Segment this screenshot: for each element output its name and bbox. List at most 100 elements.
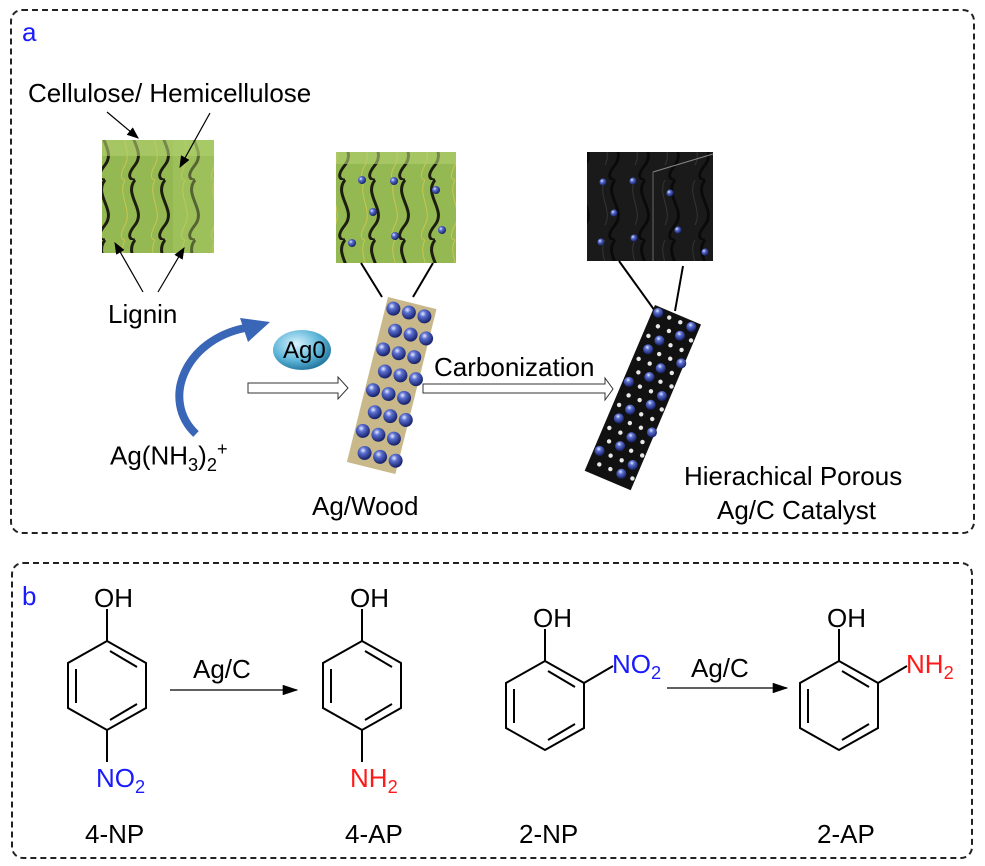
catalyst-label-line2: Ag/C Catalyst [717,495,876,525]
ag-particle [403,327,418,342]
pore-dot [659,407,664,412]
ag-wood-label: Ag/Wood [312,491,419,521]
pore-dot [666,328,672,334]
lignin-arrow-2 [157,246,185,293]
ag-particle [391,346,406,361]
pore-dot [669,384,674,389]
ag-particle [419,331,434,346]
pore-dot [627,420,633,426]
ag-particle [357,445,372,460]
curved-arrow-icon [175,324,246,437]
pore-dot [638,425,644,430]
pore-dot [618,430,623,435]
pore-dot [616,402,622,408]
ag-particle [676,358,687,369]
ag-particle [625,404,636,415]
ag-particle [623,376,634,387]
pore-dot [668,356,673,361]
panel-a-frame [10,9,975,534]
ag-wood-cube-icon [336,152,456,263]
reaction-2-catalyst: Ag/C [691,653,749,683]
pore-dot [647,361,652,366]
ag-particle [355,423,370,438]
4-np-label: 4-NP [85,819,145,849]
lignin-arrow-1 [114,241,144,293]
4-np-oh: OH [94,583,133,613]
pore-dot [678,320,683,325]
ag-particle [388,323,403,338]
ag-particle [646,427,657,438]
pore-dot [658,379,663,384]
panel-b-frame [11,562,973,859]
pore-dot [637,384,643,389]
ag-particle [655,363,666,374]
ag-particle [627,460,638,471]
4-np-nitro: NO2 [96,763,146,798]
pore-dot [608,466,613,472]
pore-dot [597,462,602,467]
ag-particle [615,441,626,452]
ag-particle [393,368,408,383]
ag-particle [408,372,423,387]
carbonization-arrow-icon [422,376,614,402]
pore-dot [638,412,644,417]
reduction-arrow-icon [247,375,349,401]
2-np-nitro: NO2 [612,649,662,684]
pore-dot [619,458,624,463]
carbon-cube-icon [587,152,714,261]
ag-particle [645,399,656,410]
pore-dot [639,453,645,458]
4-ap-amine: NH2 [350,763,398,798]
catalyst-label-line1: Hierachical Porous [684,461,903,491]
ag-particle [654,335,665,346]
pore-dot [667,315,672,320]
ag-particle [616,468,627,479]
ag-particle [373,449,388,464]
carbonization-label: Carbonization [434,352,595,382]
ag-particle [644,372,655,383]
pore-dot [646,333,651,339]
pore-dot [648,389,654,394]
ag-particle [366,383,381,398]
ag-particle [377,364,392,379]
ag-particle [657,390,668,401]
4-ap-oh: OH [350,583,389,613]
ag-particle [386,301,401,316]
ag-particle [417,309,432,324]
ag-particle [367,405,382,420]
2-np-ring [505,629,614,752]
4-ap-ring [322,609,402,762]
pore-dot [630,476,635,481]
ag-wood-strip-icon [346,297,437,475]
2-ap-ring [799,629,908,752]
ag-particle [653,307,664,318]
ag-particle [376,342,391,357]
2-np-oh: OH [533,603,572,633]
ag-particle [398,412,413,427]
pore-dot [668,343,673,348]
2-ap-oh: OH [827,603,866,633]
cellulose-arrow-2 [179,112,211,169]
wood-cube-icon [102,140,214,253]
pore-dot [640,439,645,445]
panel-a-label: a [22,17,37,47]
pore-dot [636,356,641,362]
pore-dot [656,351,662,357]
2-ap-label: 2-AP [817,819,875,849]
ag0-label: Ag0 [283,337,326,364]
cellulose-arrow-1 [106,111,139,139]
pore-dot [688,338,694,343]
pore-dot [650,416,655,422]
4-ap-label: 4-AP [345,819,403,849]
pore-dot [606,439,612,444]
ag-particle [388,453,403,468]
pore-dot [608,453,613,458]
pore-dot [669,370,674,376]
ag-particle [381,387,396,402]
ag-particle [626,432,637,443]
ag-particle [371,427,386,442]
pore-dot [679,347,684,353]
pore-dot [626,393,631,398]
